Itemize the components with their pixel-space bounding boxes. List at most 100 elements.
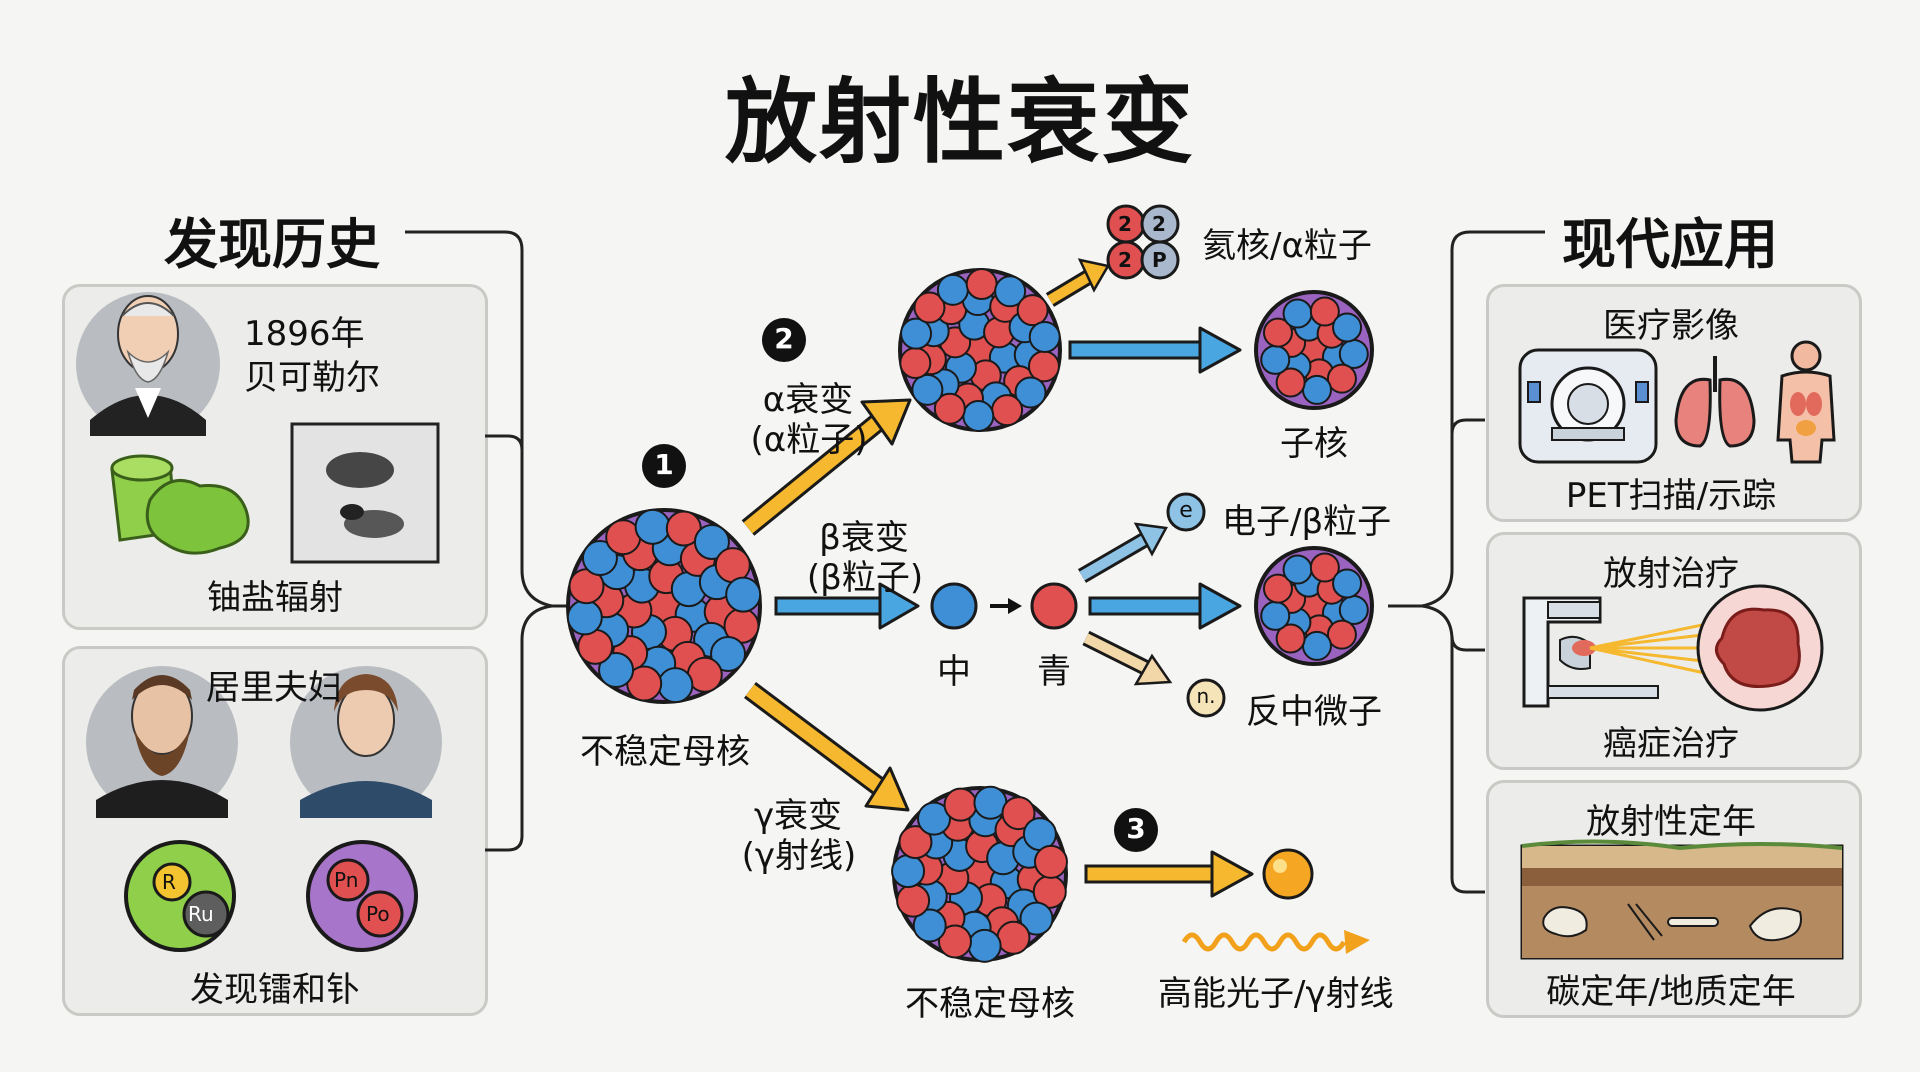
parent-nucleus bbox=[566, 508, 762, 704]
nucleon bbox=[1262, 573, 1293, 604]
antineutrino-label: 反中微子 bbox=[1246, 692, 1382, 732]
nucleon bbox=[725, 576, 762, 613]
nucleon bbox=[1028, 320, 1061, 353]
lungs-icon bbox=[1674, 356, 1756, 448]
geological-strata-icon bbox=[1520, 839, 1844, 960]
alpha-particle-label: 氦核/α粒子 bbox=[1202, 226, 1372, 266]
applications-heading: 现代应用 bbox=[1562, 213, 1778, 276]
dating-title: 放射性定年 bbox=[1586, 802, 1756, 842]
beta-neutron-to-proton-arrow bbox=[990, 598, 1022, 614]
uranium-salt-icon bbox=[110, 454, 250, 555]
antineutrino-emission-arrow bbox=[1082, 630, 1173, 686]
alpha-decay-arrow bbox=[741, 398, 912, 536]
nucleon bbox=[1262, 317, 1293, 348]
tumor-icon bbox=[1696, 584, 1824, 712]
nucleon bbox=[693, 523, 730, 560]
nucleon bbox=[1326, 619, 1357, 650]
polonium-element-icon bbox=[306, 840, 418, 952]
nucleon bbox=[965, 268, 998, 301]
electron-particle bbox=[1166, 492, 1206, 532]
gamma-decay-arrow bbox=[744, 682, 910, 812]
helium-cell-4: P bbox=[1152, 248, 1167, 272]
photon-particle bbox=[1262, 848, 1314, 900]
nucleon bbox=[917, 801, 952, 836]
parent-nucleus-label: 不稳定母核 bbox=[580, 732, 750, 772]
nucleon bbox=[936, 273, 969, 306]
gamma-parent-label: 不稳定母核 bbox=[905, 984, 1075, 1024]
becquerel-name: 贝可勒尔 bbox=[244, 358, 380, 398]
alpha-emission-arrow bbox=[1045, 258, 1110, 307]
step-2-label: 2 bbox=[774, 322, 794, 355]
pierre-curie-portrait bbox=[86, 666, 238, 818]
proton-particle bbox=[1030, 582, 1078, 630]
dating-caption: 碳定年/地质定年 bbox=[1546, 972, 1796, 1012]
antineutrino-particle bbox=[1186, 678, 1226, 718]
nucleon bbox=[991, 394, 1024, 427]
radiotherapy-machine-icon bbox=[1522, 596, 1659, 708]
nucleon bbox=[962, 399, 995, 432]
history-heading: 发现历史 bbox=[164, 213, 380, 276]
daughter-nucleus-beta bbox=[1254, 546, 1374, 666]
photon-label: 高能光子/γ射线 bbox=[1158, 974, 1394, 1014]
nucleon bbox=[1019, 901, 1054, 936]
beta-decay-subtitle: (β粒子) bbox=[806, 558, 924, 598]
step-2-marker bbox=[762, 318, 806, 362]
nucleon bbox=[1332, 312, 1363, 343]
radium-symbol-2: Ru bbox=[188, 902, 214, 926]
beta-decay-arrow bbox=[774, 582, 920, 630]
nucleon bbox=[710, 635, 747, 672]
neutron-particle bbox=[930, 582, 978, 630]
alpha-daughter-arrow bbox=[1068, 326, 1242, 374]
nucleon bbox=[566, 599, 603, 636]
gamma-emission-arrow bbox=[1084, 850, 1254, 898]
nucleon bbox=[937, 924, 972, 959]
uranium-salt-caption: 铀盐辐射 bbox=[207, 578, 343, 618]
polonium-symbol-2: Po bbox=[366, 902, 390, 926]
nucleon bbox=[634, 508, 671, 545]
daughter-nucleus-alpha bbox=[1254, 290, 1374, 410]
nucleon bbox=[1275, 367, 1306, 398]
nucleon bbox=[1275, 623, 1306, 654]
nucleon bbox=[1016, 294, 1049, 327]
beta-decay-title: β衰变 bbox=[819, 518, 909, 558]
nucleon bbox=[581, 540, 618, 577]
alpha-decay-title: α衰变 bbox=[762, 380, 854, 420]
nucleon bbox=[913, 291, 946, 324]
nucleon bbox=[1301, 374, 1332, 405]
nucleon bbox=[1014, 376, 1047, 409]
nucleon bbox=[1282, 554, 1313, 585]
nucleon bbox=[912, 908, 947, 943]
nucleon bbox=[1033, 844, 1068, 879]
helium-cell-1: 2 bbox=[1118, 212, 1132, 236]
becquerel-portrait bbox=[76, 292, 220, 436]
nucleon bbox=[994, 275, 1027, 308]
nucleon bbox=[1260, 344, 1291, 375]
nucleon bbox=[943, 787, 978, 822]
alpha-intermediate-nucleus bbox=[898, 268, 1062, 432]
nucleon bbox=[899, 347, 932, 380]
step-1-label: 1 bbox=[654, 448, 674, 481]
daughter-nucleus-label: 子核 bbox=[1280, 424, 1348, 464]
nucleon bbox=[1260, 600, 1291, 631]
becquerel-year: 1896年 bbox=[244, 314, 365, 354]
nucleon bbox=[1282, 298, 1313, 329]
nucleon bbox=[1309, 296, 1340, 327]
radium-element-icon bbox=[124, 840, 236, 952]
gamma-decay-subtitle: (γ射线) bbox=[741, 836, 857, 876]
imaging-caption: PET扫描/示踪 bbox=[1565, 476, 1777, 516]
alpha-decay-subtitle: (α粒子) bbox=[750, 420, 868, 460]
curies-name: 居里夫妇 bbox=[206, 668, 342, 708]
pet-scanner-icon bbox=[1518, 348, 1658, 464]
therapy-caption: 癌症治疗 bbox=[1603, 724, 1739, 764]
nucleon bbox=[598, 652, 635, 689]
marie-curie-portrait bbox=[290, 666, 442, 818]
proton-label: 青 bbox=[1037, 652, 1071, 692]
nucleon bbox=[896, 883, 931, 918]
nucleon bbox=[1326, 363, 1357, 394]
step-3-marker bbox=[1114, 808, 1158, 852]
neutron-label: 中 bbox=[937, 652, 971, 692]
gamma-parent-nucleus bbox=[891, 785, 1068, 963]
history-bracket bbox=[405, 230, 568, 852]
nucleon bbox=[1001, 796, 1036, 831]
